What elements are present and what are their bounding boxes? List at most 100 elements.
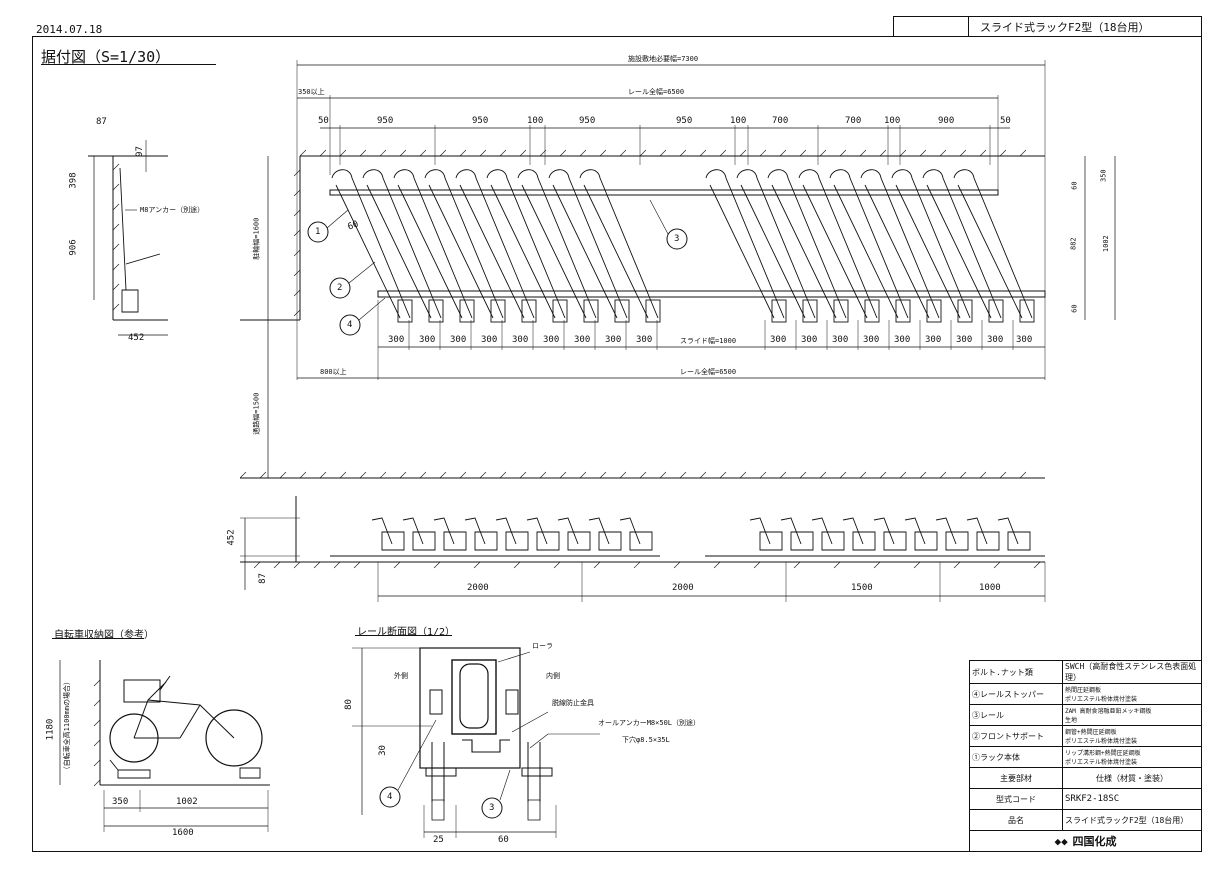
side-dim: 906 <box>68 239 79 256</box>
dim-total: 施設敷地必要幅=7300 <box>628 55 699 63</box>
rail-section-title: レール断面図（1/2） <box>357 627 456 638</box>
main-view-title: 据付図（S=1/30） <box>41 48 171 66</box>
rack-group-right <box>705 169 1035 323</box>
elev-dim: 2000 <box>467 583 489 593</box>
dim-spacing: 100 <box>730 116 747 126</box>
header-spec: 仕様（材質・塗装） <box>1062 767 1202 789</box>
dim-spacing: 300 <box>605 335 622 345</box>
title-underline <box>41 64 216 65</box>
rail-callout-3: 3 <box>489 803 495 813</box>
side-dim: 97 <box>134 146 145 157</box>
drawing-frame <box>32 36 1202 852</box>
dim-spacing: 50 <box>318 116 329 126</box>
callout-4: 4 <box>347 320 353 330</box>
dim-clearance-bottom: 800以上 <box>320 368 347 376</box>
label-outer: 外側 <box>394 672 408 680</box>
front-rail <box>377 290 1046 298</box>
part-name: ②フロントサポート <box>969 725 1063 747</box>
code-value: SRKF2-18SC <box>1062 788 1202 810</box>
bike-dim: 1600 <box>172 828 194 838</box>
dim-spacing: 300 <box>987 335 1004 345</box>
dim-rail-total-bottom: レール全幅=6500 <box>680 368 737 376</box>
dim-spacing: 300 <box>636 335 653 345</box>
title-underline <box>355 635 452 636</box>
basket <box>123 679 161 703</box>
title-underline <box>52 638 144 639</box>
dim-spacing: 300 <box>574 335 591 345</box>
roller <box>459 663 489 729</box>
elevation-racks <box>371 517 1031 551</box>
anchor-label: M8アンカー（別途） <box>140 206 205 214</box>
dim-spacing: 950 <box>472 116 489 126</box>
dim-spacing: 700 <box>772 116 789 126</box>
label-roller: ローラ <box>532 642 553 650</box>
dim-spacing: 700 <box>845 116 862 126</box>
part-spec: 鋼管+熱間圧延鋼板 ポリエステル粉体焼付塗装 <box>1062 725 1202 747</box>
part-spec: リップ溝形鋼+熱間圧延鋼板 ポリエステル粉体焼付塗装 <box>1062 746 1202 768</box>
dim-spacing: 950 <box>676 116 693 126</box>
rack-group-left <box>331 169 661 323</box>
bike-height-note: （自転車全高1100mmの場合） <box>62 678 71 774</box>
wall-hatch <box>299 149 1027 157</box>
rail-dim: 80 <box>343 699 354 710</box>
drawing-date: 2014.07.18 <box>36 23 103 36</box>
part-name: ④レールストッパー <box>969 683 1063 705</box>
title-divider <box>968 16 969 37</box>
dim-spacing: 300 <box>1016 335 1033 345</box>
dim-rail-total: レール全幅=6500 <box>628 88 685 96</box>
dim-spacing: 300 <box>419 335 436 345</box>
dim-spacing: 300 <box>863 335 880 345</box>
callout-2: 2 <box>337 283 343 293</box>
roller-housing <box>451 659 497 735</box>
product-value: スライド式ラックF2型（18台用） <box>1062 809 1202 831</box>
callout-3: 3 <box>674 234 680 244</box>
dim-spacing: 300 <box>801 335 818 345</box>
rail-dim: 60 <box>498 835 509 845</box>
table-row: 主要部材仕様（材質・塗装） <box>969 767 1202 789</box>
label-inner: 内側 <box>546 672 560 680</box>
dim-spacing: 300 <box>388 335 405 345</box>
dim-right: 882 <box>1069 237 1078 250</box>
part-name: ③レール <box>969 704 1063 726</box>
bicycle-view-title: 自転車収納図（参考） <box>54 630 154 641</box>
dim-right: 350 <box>1099 169 1108 182</box>
bike-dim: 1002 <box>176 797 198 807</box>
dim-spacing: 100 <box>527 116 544 126</box>
rail-callout-4: 4 <box>387 792 393 802</box>
company-logo-icon: ◆◆ <box>1054 835 1068 848</box>
dim-spacing: 300 <box>894 335 911 345</box>
dim-spacing: 300 <box>481 335 498 345</box>
elev-dim: 452 <box>226 529 237 546</box>
table-row: ◆◆ 四国化成 <box>969 830 1202 852</box>
table-row: 品名スライド式ラックF2型（18台用） <box>969 809 1202 831</box>
elev-dim: 87 <box>257 573 268 584</box>
elev-dim: 1500 <box>851 583 873 593</box>
side-dim: 87 <box>96 117 107 127</box>
part-name: ボルト.ナット類 <box>969 660 1063 684</box>
label-derail: 脱線防止金具 <box>552 699 594 707</box>
dim-spacing: 300 <box>512 335 529 345</box>
dim-spacing: 300 <box>925 335 942 345</box>
part-spec: 熱間圧延鋼板 ポリエステル粉体焼付塗装 <box>1062 683 1202 705</box>
dim-spacing: 300 <box>543 335 560 345</box>
callout-1: 1 <box>315 227 321 237</box>
drawing-title: スライド式ラックF2型（18台用） <box>980 21 1150 34</box>
dim-right: 60 <box>1070 181 1079 190</box>
part-name: ①ラック本体 <box>969 746 1063 768</box>
dim-spacing: 300 <box>450 335 467 345</box>
table-row: ①ラック本体リップ溝形鋼+熱間圧延鋼板 ポリエステル粉体焼付塗装 <box>969 746 1202 768</box>
part-spec: SWCH（高耐食性ステンレス色表面処理） <box>1062 660 1202 684</box>
dim-spacing: 100 <box>884 116 901 126</box>
dim-spacing: 950 <box>377 116 394 126</box>
rail-dim: 30 <box>377 745 388 756</box>
part-spec: ZAM 高耐食溶融亜鉛メッキ鋼板 生地 <box>1062 704 1202 726</box>
code-label: 型式コード <box>969 788 1063 810</box>
bike-dim: 350 <box>112 797 129 807</box>
product-label: 品名 <box>969 809 1063 831</box>
dim-right: 60 <box>1070 304 1079 313</box>
